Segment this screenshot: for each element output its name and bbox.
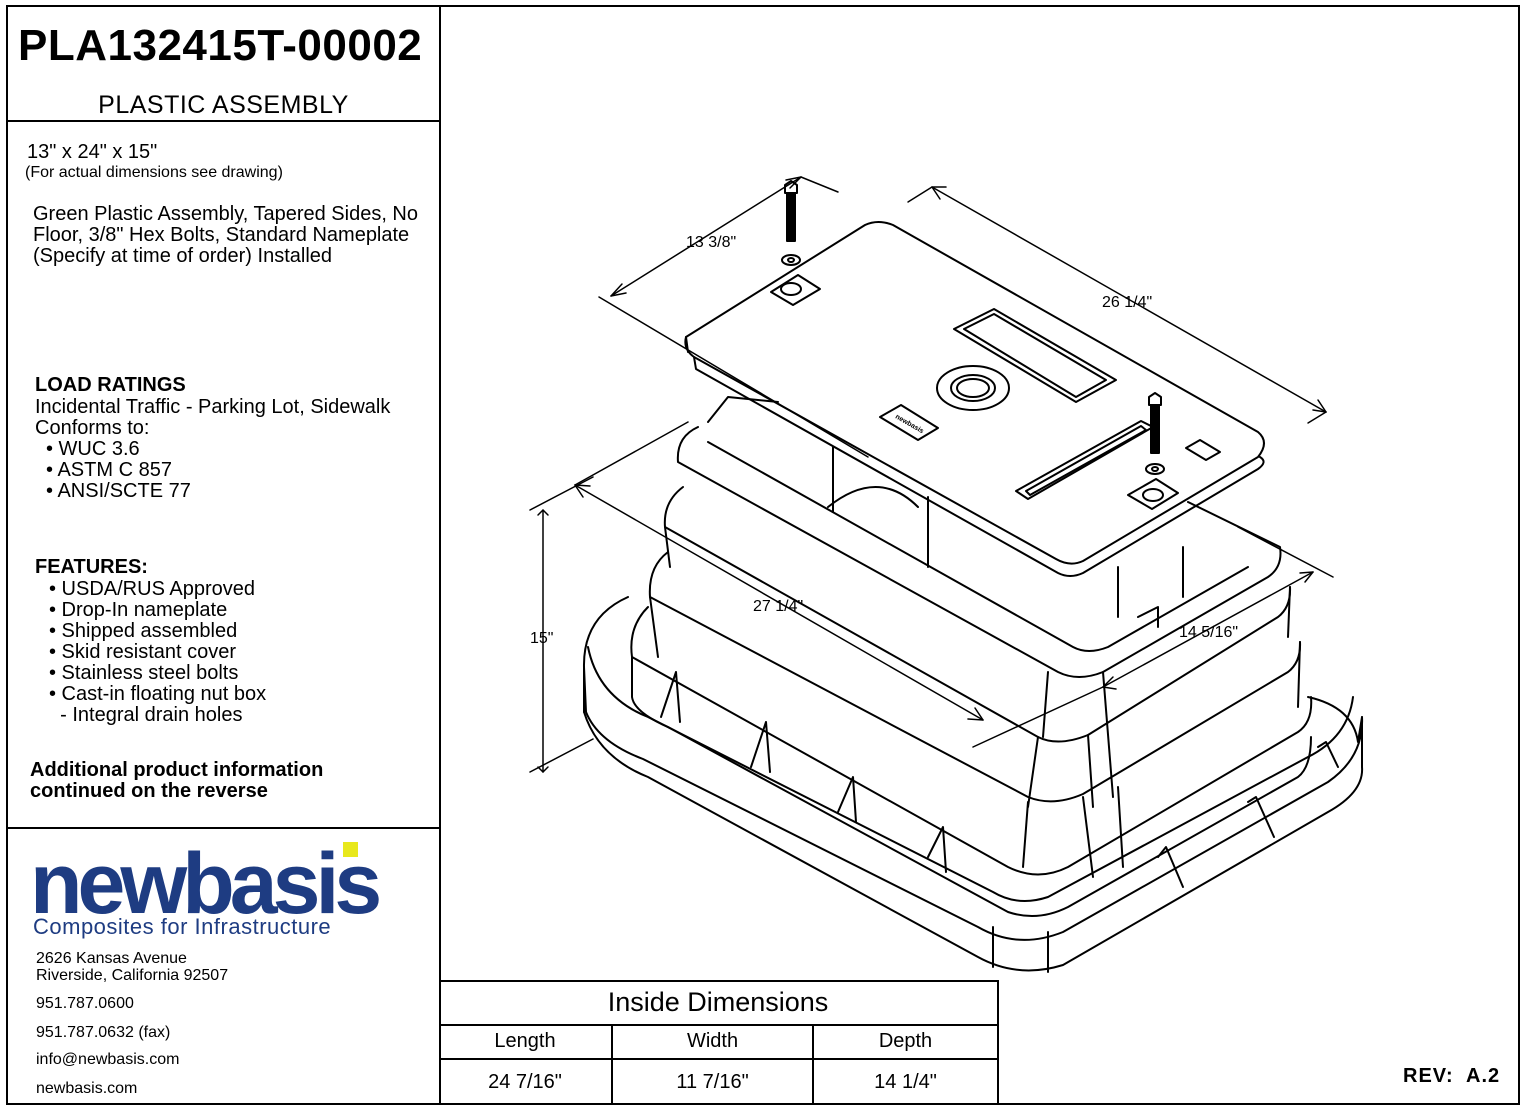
feature-item: • USDA/RUS Approved — [49, 578, 255, 600]
nominal-size: 13" x 24" x 15" — [27, 141, 158, 163]
address-line: 2626 Kansas Avenue — [36, 950, 187, 967]
drawing-sheet: PLA132415T-00002 PLASTIC ASSEMBLY 13" x … — [6, 5, 1520, 1105]
box-cover — [684, 180, 1265, 577]
dim-cover-length: 26 1/4" — [1102, 294, 1152, 311]
part-type: PLASTIC ASSEMBLY — [98, 91, 349, 119]
company-block: newbasis Composites for Infrastructure 2… — [8, 827, 439, 1105]
product-description: Green Plastic Assembly, Tapered Sides, N… — [33, 203, 418, 267]
inside-dimensions-title: Inside Dimensions — [439, 982, 997, 1026]
feature-item: • Drop-In nameplate — [49, 599, 228, 621]
feature-item: • Cast-in floating nut box — [49, 683, 267, 705]
standard-item: • ANSI/SCTE 77 — [46, 480, 191, 502]
value-depth: 14 1/4" — [874, 1071, 937, 1093]
standard-item: • ASTM C 857 — [46, 459, 172, 481]
dim-height: 15" — [530, 630, 553, 647]
table-divider — [439, 1058, 997, 1060]
table-divider — [812, 1026, 814, 1105]
revision-label: REV: A.2 — [1403, 1065, 1501, 1087]
additional-info-line: continued on the reverse — [30, 780, 268, 802]
dimension-labels: 13 3/8" 26 1/4" 15" 27 1/4" 14 5/16" new… — [530, 234, 1238, 647]
dim-body-length: 27 1/4" — [753, 598, 803, 615]
standard-item: • WUC 3.6 — [46, 438, 140, 460]
load-ratings: LOAD RATINGS Incidental Traffic - Parkin… — [35, 374, 390, 502]
dim-body-width: 14 5/16" — [1179, 624, 1238, 641]
value-width: 11 7/16" — [676, 1071, 749, 1093]
load-ratings-line: Conforms to: — [35, 417, 150, 439]
features-title: FEATURES: — [35, 556, 148, 578]
dimension-lines — [529, 176, 1334, 773]
box-body — [582, 396, 1364, 973]
header-width: Width — [686, 1030, 739, 1052]
logo-accent-square — [343, 842, 358, 857]
email-link[interactable]: info@newbasis.com — [36, 1051, 180, 1068]
inside-dimensions-table: Inside Dimensions Length Width Depth 24 … — [439, 980, 999, 1105]
feature-item: - Integral drain holes — [49, 704, 243, 726]
company-logo: newbasis — [30, 836, 382, 932]
feature-item: • Stainless steel bolts — [49, 662, 239, 684]
features: FEATURES: • USDA/RUS Approved • Drop-In … — [35, 556, 266, 726]
header-length: Length — [494, 1030, 556, 1052]
phone-number: 951.787.0600 — [36, 995, 134, 1012]
feature-item: • Skid resistant cover — [49, 641, 237, 663]
website-link[interactable]: newbasis.com — [36, 1080, 138, 1097]
additional-info-line: Additional product information — [30, 759, 324, 781]
load-ratings-line: Incidental Traffic - Parking Lot, Sidewa… — [35, 396, 391, 418]
header-depth: Depth — [878, 1030, 933, 1052]
load-ratings-title: LOAD RATINGS — [35, 374, 186, 396]
dim-cover-width: 13 3/8" — [686, 234, 736, 251]
part-number: PLA132415T-00002 — [18, 21, 423, 70]
value-length: 24 7/16" — [488, 1071, 562, 1093]
isometric-drawing: 13 3/8" 26 1/4" 15" 27 1/4" 14 5/16" new… — [529, 176, 1364, 973]
company-tagline: Composites for Infrastructure — [33, 914, 332, 939]
size-note: (For actual dimensions see drawing) — [25, 164, 283, 181]
info-panel: PLA132415T-00002 PLASTIC ASSEMBLY 13" x … — [8, 7, 441, 1103]
address-line: Riverside, California 92507 — [36, 967, 229, 984]
title-block: PLA132415T-00002 PLASTIC ASSEMBLY — [8, 7, 439, 122]
fax-number: 951.787.0632 (fax) — [36, 1024, 171, 1041]
table-divider — [611, 1026, 613, 1105]
additional-info: Additional product information continued… — [30, 760, 323, 802]
feature-item: • Shipped assembled — [49, 620, 238, 642]
